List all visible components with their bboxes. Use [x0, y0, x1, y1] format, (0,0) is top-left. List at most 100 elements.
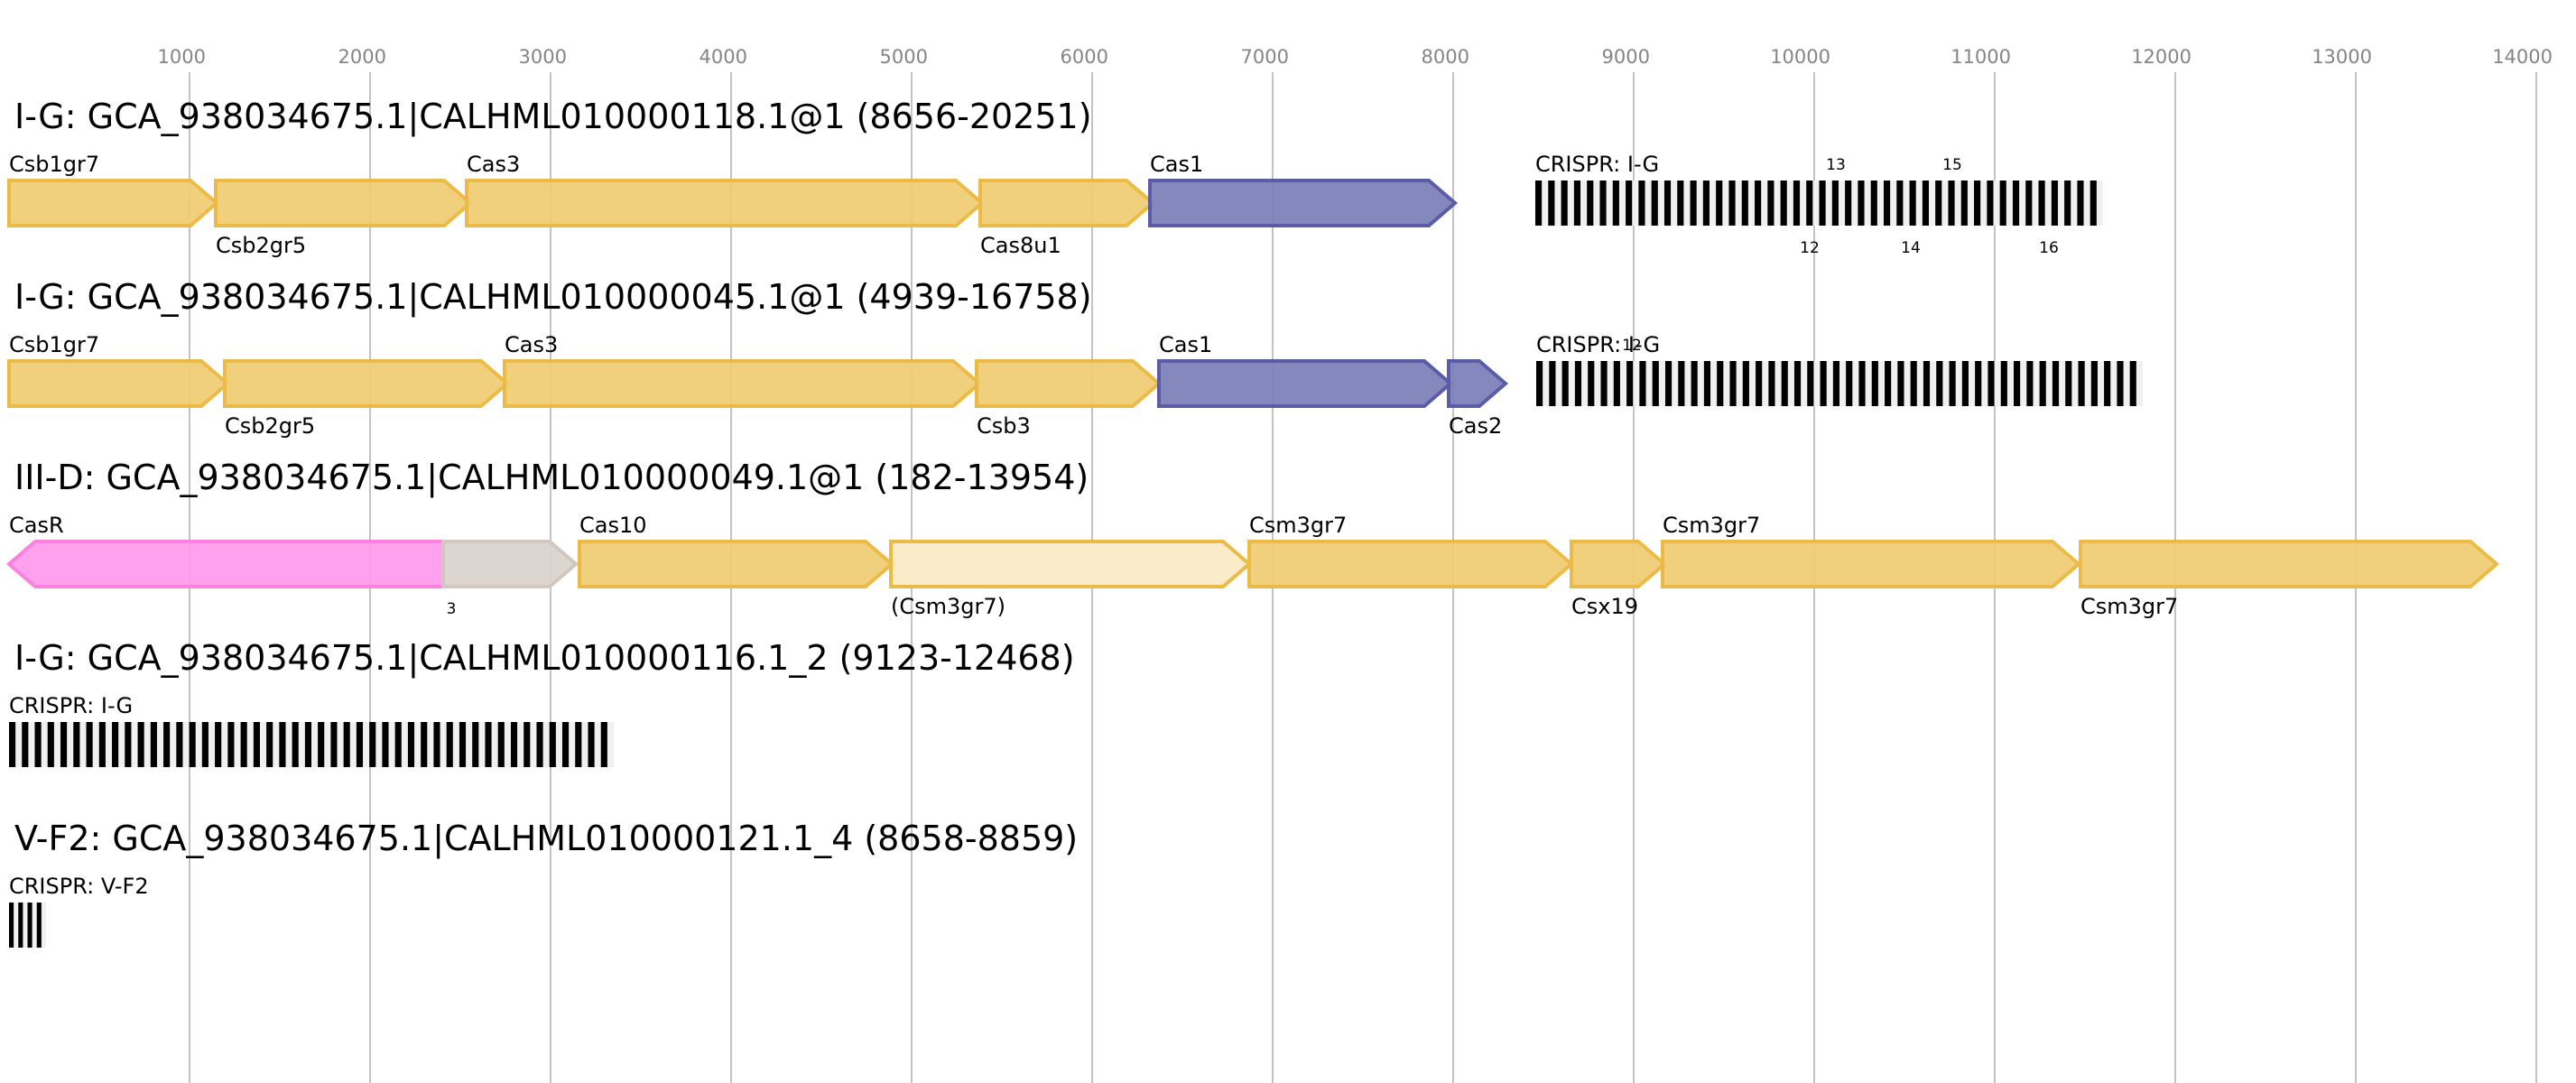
gene-arrow-cas1[interactable] [1157, 359, 1454, 408]
crispr-array[interactable] [1535, 180, 2103, 226]
crispr-repeat [1678, 361, 1685, 406]
crispr-repeat [240, 722, 247, 767]
gene-label: Csb1gr7 [9, 152, 99, 177]
crispr-repeat [394, 722, 402, 767]
crispr-repeat [2078, 361, 2085, 406]
crispr-repeat [1536, 361, 1543, 406]
crispr-repeat [1781, 361, 1788, 406]
gene-arrow-csm3gr7[interactable] [889, 540, 1253, 588]
gene-arrow-cas8u1[interactable] [978, 179, 1156, 227]
feature-index-label: 14 [1901, 239, 1921, 257]
crispr-repeat [421, 722, 428, 767]
crispr-repeat [163, 722, 171, 767]
gene-label: Cas8u1 [980, 233, 1061, 258]
crispr-repeat [1845, 180, 1852, 226]
gene-arrow-unnamed[interactable] [441, 540, 579, 588]
gene-label: Csb3 [977, 413, 1031, 439]
crispr-repeat [47, 722, 54, 767]
crispr-repeat [1651, 180, 1658, 226]
gene-arrow-csb2gr5[interactable] [214, 179, 474, 227]
tick-label: 8000 [1422, 46, 1469, 68]
crispr-repeat [304, 722, 311, 767]
crispr-repeat [1923, 361, 1931, 406]
crispr-repeat [536, 722, 543, 767]
crispr-repeat [189, 722, 196, 767]
crispr-repeat [9, 722, 16, 767]
crispr-repeat [1832, 361, 1839, 406]
crispr-repeat [1690, 180, 1697, 226]
crispr-repeat [1599, 180, 1607, 226]
locus-row: I-G: GCA_938034675.1|CALHML010000118.1@1… [7, 97, 2103, 258]
crispr-repeat [1755, 180, 1762, 226]
gene-arrow-csm3gr7[interactable] [2079, 540, 2500, 588]
crispr-repeat [1664, 361, 1673, 406]
crispr-array[interactable] [1536, 361, 2143, 406]
gene-arrow-cas2[interactable] [1447, 359, 1509, 408]
tick-label: 9000 [1602, 46, 1650, 68]
crispr-repeat [253, 722, 260, 767]
locus-title: III-D: GCA_938034675.1|CALHML010000049.1… [14, 458, 1089, 498]
crispr-repeat [318, 722, 325, 767]
gene-arrow-casr[interactable] [5, 540, 445, 588]
crispr-repeat [86, 722, 93, 767]
crispr-repeat [1639, 361, 1646, 406]
crispr-array[interactable] [9, 722, 614, 767]
gene-arrow-cas10[interactable] [578, 540, 895, 588]
crispr-repeat [1974, 180, 1981, 226]
crispr-repeat [98, 722, 106, 767]
crispr-repeat [1807, 361, 1814, 406]
crispr-repeat [1573, 180, 1581, 226]
crispr-repeat [2038, 180, 2045, 226]
crispr-repeat [1948, 180, 1955, 226]
crispr-repeat [2129, 361, 2136, 406]
crispr-repeat [112, 722, 119, 767]
crispr-repeat [1600, 361, 1608, 406]
crispr-repeat [2051, 180, 2058, 226]
crispr-repeat [1988, 361, 1995, 406]
crispr-repeat [2014, 361, 2021, 406]
gene-arrow-csx19[interactable] [1570, 540, 1668, 588]
tick-label: 4000 [700, 46, 747, 68]
crispr-repeat [1663, 180, 1672, 226]
crispr-repeat [1780, 180, 1787, 226]
crispr-repeat [201, 722, 208, 767]
crispr-repeat [1638, 180, 1645, 226]
gene-label: Cas1 [1150, 152, 1203, 177]
crispr-repeat [266, 722, 273, 767]
tick-label: 10000 [1770, 46, 1830, 68]
crispr-repeat [1677, 180, 1684, 226]
gene-arrow-cas1[interactable] [1148, 179, 1459, 227]
crispr-repeat [1626, 180, 1633, 226]
gene-arrow-csb1gr7[interactable] [7, 359, 231, 408]
crispr-repeat [27, 902, 32, 948]
crispr-label: CRISPR: I-G [9, 693, 133, 718]
crispr-repeat [1728, 180, 1736, 226]
crispr-repeat [2104, 361, 2111, 406]
locus-title: I-G: GCA_938034675.1|CALHML010000116.1_2… [14, 638, 1075, 679]
crispr-repeat [1858, 361, 1866, 406]
gene-arrow-csm3gr7[interactable] [1247, 540, 1575, 588]
crispr-repeat [2065, 361, 2072, 406]
crispr-label: CRISPR: V-F2 [9, 874, 149, 899]
crispr-array[interactable] [9, 902, 46, 948]
crispr-repeat [1588, 361, 1595, 406]
crispr-repeat [2026, 361, 2034, 406]
crispr-repeat [1936, 361, 1943, 406]
crispr-repeat [485, 722, 492, 767]
crispr-repeat [1975, 361, 1982, 406]
crispr-repeat [1535, 180, 1543, 226]
gene-arrow-csb3[interactable] [975, 359, 1163, 408]
crispr-repeat [1561, 361, 1569, 406]
locus-row: V-F2: GCA_938034675.1|CALHML010000121.1_… [9, 819, 1078, 948]
gene-arrow-csb2gr5[interactable] [223, 359, 511, 408]
gene-arrow-cas3[interactable] [503, 359, 983, 408]
crispr-repeat [1922, 180, 1930, 226]
gene-arrow-csb1gr7[interactable] [7, 179, 220, 227]
crispr-repeat [60, 722, 68, 767]
crispr-repeat [1702, 180, 1710, 226]
crispr-repeat [1846, 361, 1853, 406]
gene-arrow-cas3[interactable] [465, 179, 986, 227]
gene-arrow-csm3gr7[interactable] [1661, 540, 2082, 588]
crispr-repeat [1897, 361, 1904, 406]
crispr-repeat [1756, 361, 1763, 406]
